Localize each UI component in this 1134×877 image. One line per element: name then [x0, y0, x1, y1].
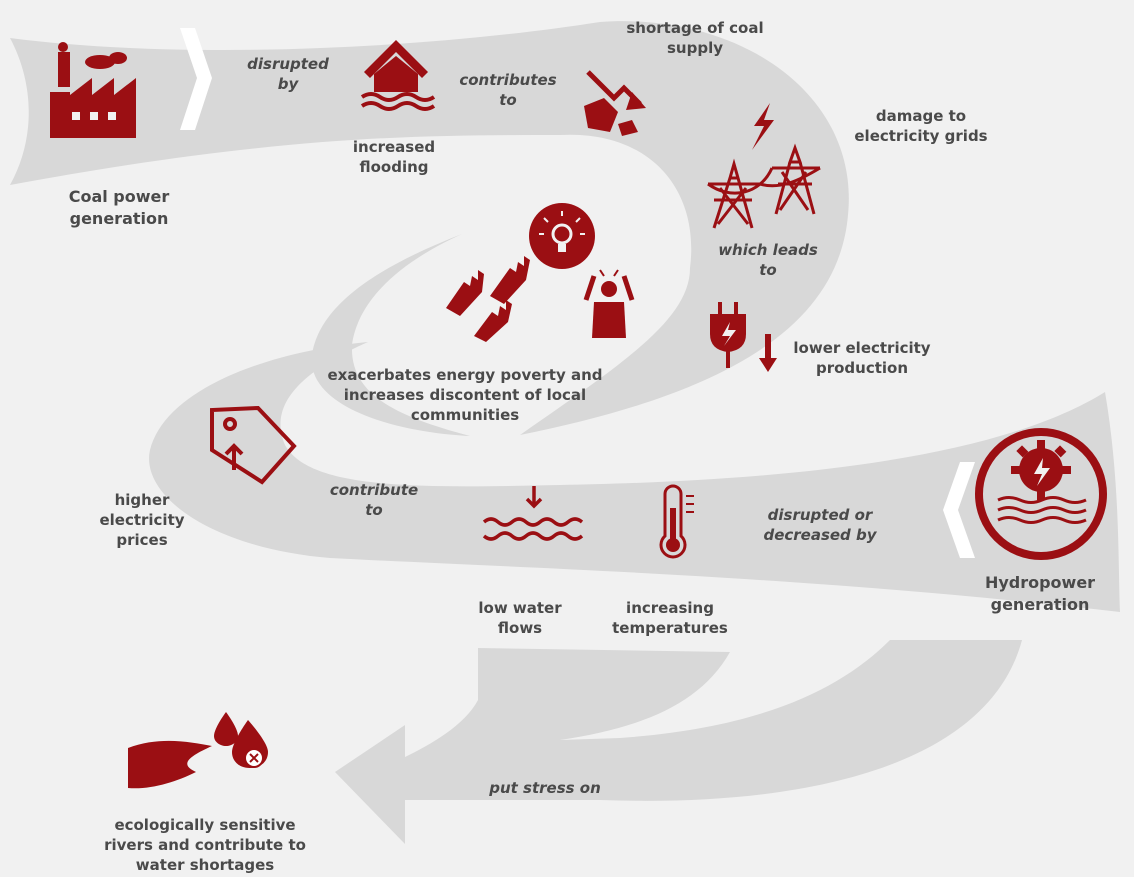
low-water-flows-label: low water flows — [478, 599, 562, 637]
flooded-house-icon — [360, 40, 436, 111]
return-arrow-band — [335, 640, 1022, 844]
chevron-right-icon — [180, 28, 212, 130]
contribute-to-connector: contribute to — [329, 481, 419, 519]
factory-icon — [50, 42, 136, 138]
increasing-temperatures-label: increasing temperatures — [612, 599, 728, 637]
thermometer-icon — [659, 484, 694, 559]
spiral-arrows — [10, 21, 1120, 844]
put-stress-on-connector: put stress on — [489, 779, 601, 797]
disrupted-or-decreased-by-connector: disrupted or decreased by — [763, 506, 877, 544]
price-tag-up-icon — [210, 405, 297, 485]
distressed-person-icon — [583, 269, 635, 338]
coal-decline-icon — [584, 70, 646, 136]
contributes-to-connector: contributes to — [459, 71, 557, 109]
river-drought-icon — [128, 712, 268, 789]
down-arrow-icon — [759, 334, 777, 372]
energy-poverty-label: exacerbates energy poverty and increases… — [327, 366, 603, 424]
raised-hands-icon — [446, 256, 530, 342]
disrupted-by-connector: disrupted by — [247, 55, 329, 93]
chevron-left-icon — [943, 462, 975, 558]
power-pylons-icon — [707, 143, 821, 229]
hydro-turbine-icon — [975, 428, 1107, 560]
inner-spiral-curl — [311, 234, 470, 436]
which-leads-to-connector: which leads to — [718, 241, 818, 279]
upper-spiral-band — [10, 21, 849, 435]
lower-spiral-band — [149, 342, 1120, 612]
hydropower-generation-label: Hydropower generation — [984, 573, 1096, 614]
sensitive-rivers-label: ecologically sensitive rivers and contri… — [104, 816, 306, 874]
plug-icon — [710, 302, 746, 368]
higher-electricity-prices-label: higher electricity prices — [99, 491, 185, 549]
coal-power-generation-label: Coal power generation — [68, 187, 170, 228]
lightbulb-icon — [529, 203, 595, 269]
lower-electricity-production-label: lower electricity production — [793, 339, 931, 377]
low-water-icon — [482, 486, 584, 541]
coal-supply-shortage-label: shortage of coal supply — [626, 19, 764, 57]
increased-flooding-label: increased flooding — [352, 138, 436, 176]
grid-damage-label: damage to electricity grids — [854, 107, 988, 145]
